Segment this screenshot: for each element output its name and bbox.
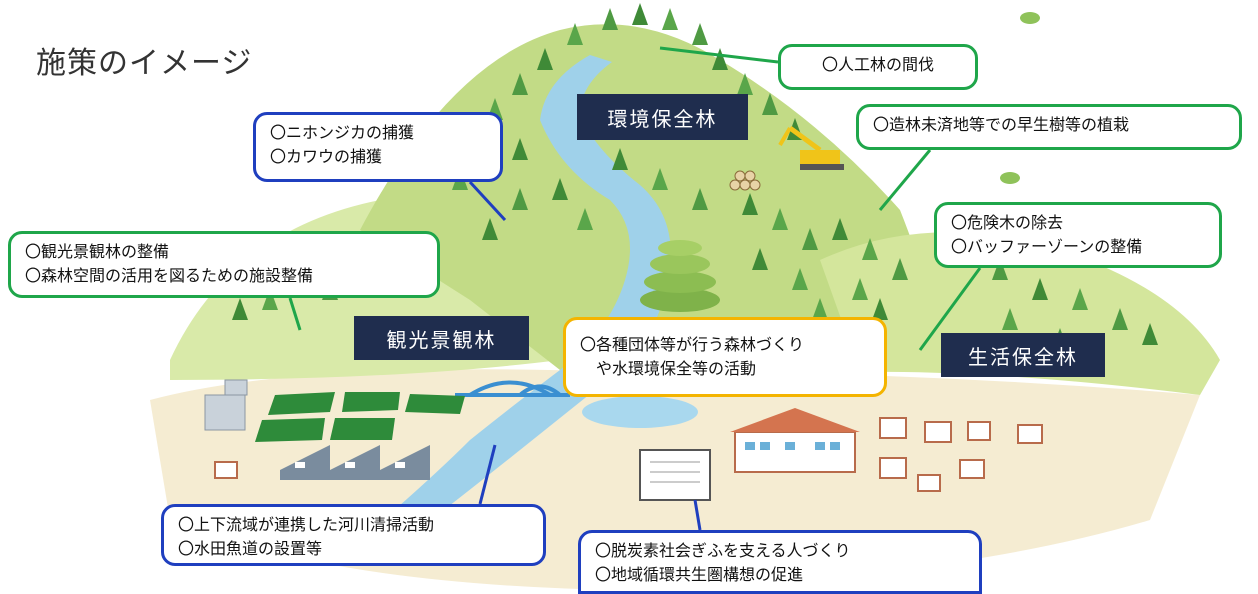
- tree-icon: [552, 178, 568, 200]
- tree-icon: [692, 23, 708, 45]
- tree-icon: [792, 268, 808, 290]
- callout-river: 〇上下流域が連携した河川清掃活動 〇水田魚道の設置等: [161, 504, 546, 566]
- tree-icon: [612, 148, 628, 170]
- log-pile: [729, 170, 761, 191]
- tree-icon: [662, 8, 678, 30]
- tree-icon: [892, 258, 908, 280]
- tree-icon: [862, 238, 878, 260]
- callout-community: 〇各種団体等が行う森林づくり や水環境保全等の活動: [563, 317, 887, 397]
- callout-wildlife: 〇ニホンジカの捕獲 〇カワウの捕獲: [253, 112, 503, 182]
- tree-icon: [512, 138, 528, 160]
- tree-icon: [1072, 288, 1088, 310]
- tree-icon: [632, 3, 648, 25]
- tree-icon: [537, 48, 553, 70]
- tree-icon: [802, 228, 818, 250]
- tree-icon: [512, 73, 528, 95]
- callout-line: 〇観光景観林の整備: [25, 242, 170, 261]
- excavator: [778, 125, 844, 170]
- rice-fields: [255, 392, 465, 442]
- tree-icon: [577, 208, 593, 230]
- tree-icon: [852, 278, 868, 300]
- notice-board: [639, 449, 711, 501]
- tree-icon: [482, 218, 498, 240]
- callout-education: 〇脱炭素社会ぎふを支える人づくり 〇地域循環共生圏構想の促進: [578, 530, 982, 594]
- callout-line: 〇水田魚道の設置等: [178, 539, 323, 558]
- factory: [280, 445, 430, 480]
- callout-thinning: 〇人工林の間伐: [778, 44, 978, 90]
- tree-icon: [602, 8, 618, 30]
- school: [730, 408, 860, 473]
- callout-line: 〇地域循環共生圏構想の促進: [595, 565, 804, 584]
- callout-planting: 〇造林未済地等での早生樹等の植栽: [856, 104, 1242, 150]
- tree-icon: [872, 298, 888, 320]
- callout-line: 〇脱炭素社会ぎふを支える人づくり: [595, 541, 851, 560]
- callout-line: 〇各種団体等が行う森林づくり: [580, 335, 805, 354]
- callout-line: 〇人工林の間伐: [821, 55, 934, 74]
- tree-icon: [567, 23, 583, 45]
- tree-icon: [772, 208, 788, 230]
- pond: [582, 396, 698, 428]
- living-forest-label: 生活保全林: [941, 333, 1105, 377]
- tree-icon: [512, 188, 528, 210]
- tree-icon: [1142, 323, 1158, 345]
- terraced-hill: [640, 240, 720, 312]
- tree-icon: [232, 298, 248, 320]
- tree-icon: [1002, 308, 1018, 330]
- river: [360, 55, 671, 548]
- callout-scenic-forest: 〇観光景観林の整備 〇森林空間の活用を図るための施設整備: [8, 231, 440, 298]
- tree-icon: [992, 258, 1008, 280]
- tree-icon: [692, 188, 708, 210]
- tree-icon: [737, 73, 753, 95]
- apartments: [204, 379, 248, 431]
- callout-line: 〇森林空間の活用を図るための施設整備: [25, 266, 314, 285]
- tree-icon: [262, 288, 278, 310]
- bridge: [455, 380, 570, 397]
- tree-icon: [742, 193, 758, 215]
- tree-icon: [812, 298, 828, 320]
- callout-line: 〇造林未済地等での早生樹等の植栽: [873, 115, 1130, 134]
- callout-line: 〇危険木の除去: [951, 213, 1064, 232]
- tree-icon: [1032, 278, 1048, 300]
- scenic-forest-label: 観光景観林: [354, 316, 529, 360]
- callout-line: や水環境保全等の活動: [580, 359, 757, 378]
- callout-line: 〇上下流域が連携した河川清掃活動: [178, 515, 435, 534]
- tree-icon: [1112, 308, 1128, 330]
- callout-hazard-tree: 〇危険木の除去 〇バッファーゾーンの整備: [934, 202, 1222, 268]
- callout-line: 〇ニホンジカの捕獲: [270, 123, 415, 142]
- tree-icon: [762, 93, 778, 115]
- environment-forest-label: 環境保全林: [577, 94, 748, 140]
- page-title: 施策のイメージ: [36, 46, 253, 81]
- tree-icon: [652, 168, 668, 190]
- callout-line: 〇カワウの捕獲: [270, 147, 383, 166]
- houses: [214, 417, 1043, 492]
- tree-icon: [752, 248, 768, 270]
- birds: [1000, 12, 1040, 184]
- callout-line: 〇バッファーゾーンの整備: [951, 237, 1143, 256]
- tree-icon: [832, 218, 848, 240]
